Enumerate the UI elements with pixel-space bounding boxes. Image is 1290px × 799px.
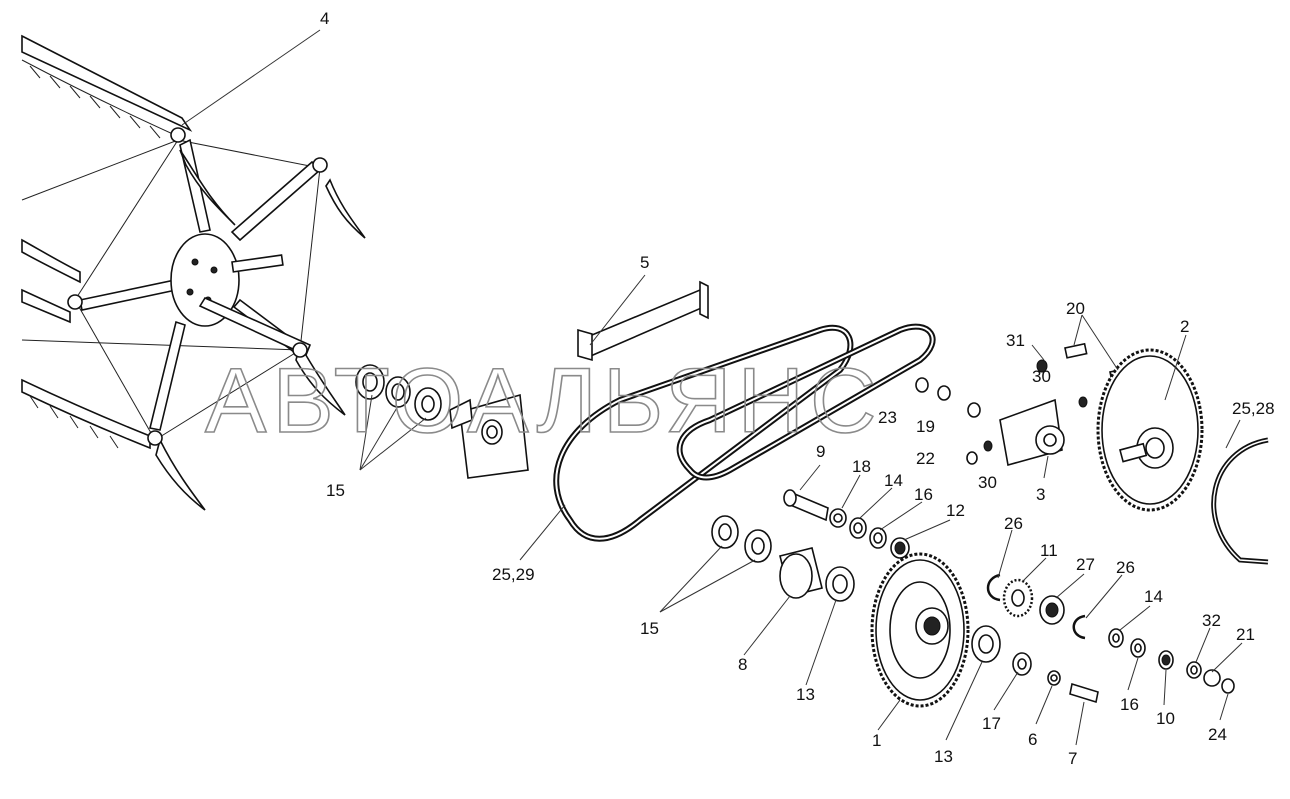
label-21: 21 xyxy=(1236,625,1255,644)
right-small-parts xyxy=(971,573,1235,704)
label-30-bottom: 30 xyxy=(978,473,997,492)
label-17: 17 xyxy=(982,714,1001,733)
part-labels: 4 5 15 25,29 15 8 13 1 13 9 18 14 16 12 … xyxy=(320,9,1275,768)
label-24: 24 xyxy=(1208,725,1227,744)
label-16-right: 16 xyxy=(1120,695,1139,714)
label-26-left: 26 xyxy=(1004,514,1023,533)
label-8: 8 xyxy=(738,655,747,674)
watermark-text: АВТОАЛЬЯНС xyxy=(205,350,883,452)
bracket-5 xyxy=(449,280,709,479)
label-30-top: 30 xyxy=(1032,367,1051,386)
label-4: 4 xyxy=(320,9,329,28)
label-22: 22 xyxy=(916,449,935,468)
leader-lines xyxy=(181,29,1243,746)
label-27: 27 xyxy=(1076,555,1095,574)
sprocket-1 xyxy=(870,552,970,708)
label-15-left: 15 xyxy=(326,481,345,500)
label-2: 2 xyxy=(1180,317,1189,336)
label-7: 7 xyxy=(1068,749,1077,768)
label-32: 32 xyxy=(1202,611,1221,630)
reel-assembly xyxy=(21,34,366,511)
label-14-right: 14 xyxy=(1144,587,1163,606)
label-5: 5 xyxy=(640,253,649,272)
label-23: 23 xyxy=(878,408,897,427)
washers-15-left xyxy=(355,364,442,421)
label-9: 9 xyxy=(816,442,825,461)
label-13-lower: 13 xyxy=(796,685,815,704)
label-20: 20 xyxy=(1066,299,1085,318)
sprocket-2 xyxy=(1096,348,1204,512)
label-31: 31 xyxy=(1006,331,1025,350)
label-6: 6 xyxy=(1028,730,1037,749)
chain-25-28 xyxy=(1211,437,1269,565)
label-25-28: 25,28 xyxy=(1232,399,1275,418)
shaft-9-stack xyxy=(783,489,910,559)
label-10: 10 xyxy=(1156,709,1175,728)
label-13-bottom: 13 xyxy=(934,747,953,766)
label-1: 1 xyxy=(872,731,881,750)
label-15-lower: 15 xyxy=(640,619,659,638)
label-11: 11 xyxy=(1040,541,1058,560)
label-18: 18 xyxy=(852,457,871,476)
label-3: 3 xyxy=(1036,485,1045,504)
label-19: 19 xyxy=(916,417,935,436)
label-26-right: 26 xyxy=(1116,558,1135,577)
label-16-left: 16 xyxy=(914,485,933,504)
drive-chains xyxy=(553,323,936,542)
label-14-left: 14 xyxy=(884,471,903,490)
label-12: 12 xyxy=(946,501,965,520)
label-25-29: 25,29 xyxy=(492,565,535,584)
lower-washers xyxy=(711,515,855,602)
